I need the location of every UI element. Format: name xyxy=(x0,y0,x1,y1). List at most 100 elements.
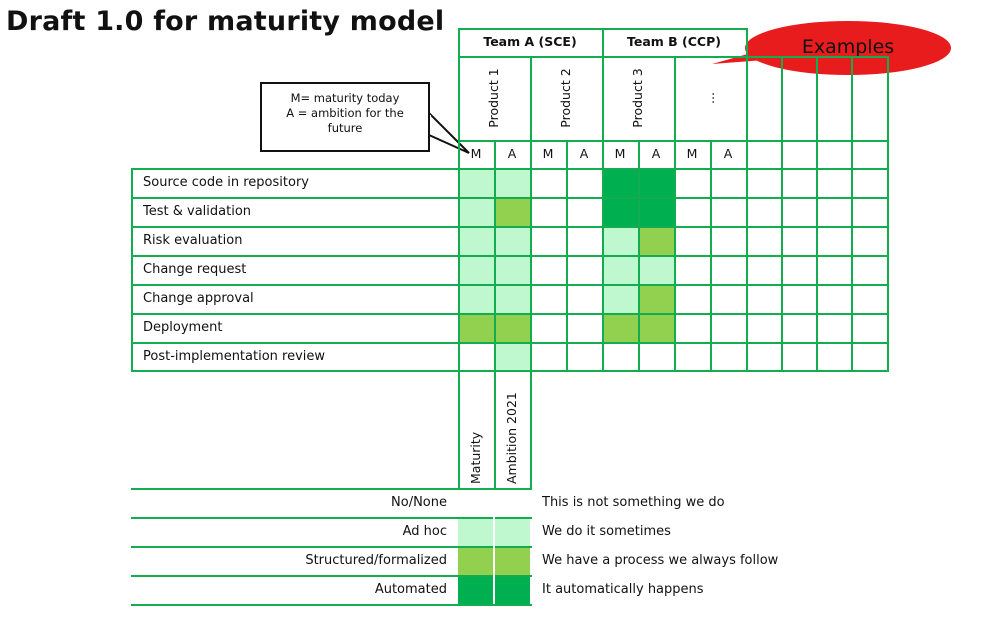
legend-swatch-divider xyxy=(493,517,495,546)
legend-swatch-divider xyxy=(493,575,495,604)
product-header-cell: Product 2 xyxy=(530,56,602,140)
legend-line xyxy=(131,575,532,577)
grid-cell xyxy=(638,313,674,342)
grid-cell xyxy=(494,197,530,226)
grid-cell xyxy=(638,255,674,284)
grid-cell xyxy=(494,226,530,255)
product-header-cell: Product 3 xyxy=(602,56,674,140)
ma-label: M xyxy=(686,146,698,161)
product-label: Product 3 xyxy=(630,68,645,128)
legend-line xyxy=(131,546,532,548)
grid-line xyxy=(851,140,853,170)
grid-cell xyxy=(494,168,530,197)
ma-label: A xyxy=(507,146,517,161)
grid-line xyxy=(602,140,604,170)
grid-cell xyxy=(638,197,674,226)
grid-cell xyxy=(494,284,530,313)
grid-cell xyxy=(602,197,638,226)
grid-line xyxy=(887,168,889,372)
legend-desc: It automatically happens xyxy=(542,582,704,597)
callout-line-3: future xyxy=(327,121,363,135)
grid-cell xyxy=(638,168,674,197)
grid-line xyxy=(851,168,853,372)
grid-line xyxy=(566,140,568,170)
grid-line xyxy=(131,255,889,257)
grid-cell xyxy=(494,313,530,342)
grid-line xyxy=(710,140,712,170)
legend-desc: We have a process we always follow xyxy=(542,553,779,568)
product-label: ... xyxy=(702,92,717,104)
grid-line xyxy=(816,56,818,142)
grid-line xyxy=(566,168,568,372)
legend-swatch xyxy=(494,517,530,546)
grid-cell xyxy=(458,168,494,197)
team-header: Team A (SCE) xyxy=(483,34,577,49)
grid-line xyxy=(816,140,818,170)
grid-line xyxy=(781,168,783,372)
grid-line xyxy=(494,168,496,372)
grid-cell xyxy=(458,197,494,226)
product-header-cell: ... xyxy=(674,56,746,140)
legend-desc: We do it sometimes xyxy=(542,524,671,539)
examples-label: Examples xyxy=(801,36,895,58)
legend-swatch xyxy=(458,575,494,604)
grid-cell xyxy=(602,284,638,313)
grid-line xyxy=(530,140,532,170)
axis-label-maturity: Maturity xyxy=(468,431,483,484)
ma-label: M xyxy=(542,146,554,161)
grid-cell xyxy=(602,168,638,197)
legend-swatch-divider xyxy=(493,546,495,575)
grid-line xyxy=(602,28,604,58)
product-header-cell: Product 1 xyxy=(458,56,530,140)
grid-line xyxy=(458,140,460,170)
legend-desc: This is not something we do xyxy=(542,495,725,510)
grid-line xyxy=(638,168,640,372)
row-label: Risk evaluation xyxy=(143,233,243,248)
grid-cell xyxy=(602,313,638,342)
grid-line xyxy=(458,56,889,58)
grid-line xyxy=(746,28,748,58)
row-label: Change approval xyxy=(143,291,254,306)
grid-cell xyxy=(602,255,638,284)
axis-label-cell: Ambition 2021 xyxy=(494,370,530,488)
row-label: Test & validation xyxy=(143,204,252,219)
legend-swatch xyxy=(494,546,530,575)
grid-line xyxy=(816,168,818,372)
grid-line xyxy=(887,140,889,170)
grid-line xyxy=(131,370,889,372)
axis-label-ambition: Ambition 2021 xyxy=(504,392,519,484)
legend-name: Ad hoc xyxy=(402,524,447,539)
ma-label: M xyxy=(470,146,482,161)
legend-name: No/None xyxy=(391,495,447,510)
grid-line xyxy=(530,370,532,490)
grid-line xyxy=(458,370,460,490)
grid-cell xyxy=(602,226,638,255)
grid-line xyxy=(131,226,889,228)
grid-line xyxy=(530,168,532,372)
product-label: Product 1 xyxy=(486,68,501,128)
grid-cell xyxy=(458,284,494,313)
grid-cell xyxy=(458,226,494,255)
grid-line xyxy=(781,56,783,142)
callout-line-1: M= maturity today xyxy=(290,91,400,105)
axis-label-cell: Maturity xyxy=(458,370,494,488)
legend-swatch xyxy=(458,546,494,575)
grid-line xyxy=(530,56,532,142)
grid-line xyxy=(494,370,496,490)
grid-line xyxy=(602,168,604,372)
grid-cell xyxy=(638,284,674,313)
grid-line xyxy=(458,56,460,142)
grid-line xyxy=(710,168,712,372)
legend-swatch xyxy=(494,575,530,604)
legend-name: Structured/formalized xyxy=(305,553,447,568)
callout-line-2: A = ambition for the xyxy=(286,106,404,120)
grid-line xyxy=(781,140,783,170)
ma-label: A xyxy=(723,146,733,161)
row-label: Change request xyxy=(143,262,247,277)
grid-line xyxy=(602,56,604,142)
ma-label: A xyxy=(579,146,589,161)
grid-line xyxy=(458,140,889,142)
legend-swatch xyxy=(458,517,494,546)
legend-line xyxy=(131,604,532,606)
grid-line xyxy=(131,168,133,372)
